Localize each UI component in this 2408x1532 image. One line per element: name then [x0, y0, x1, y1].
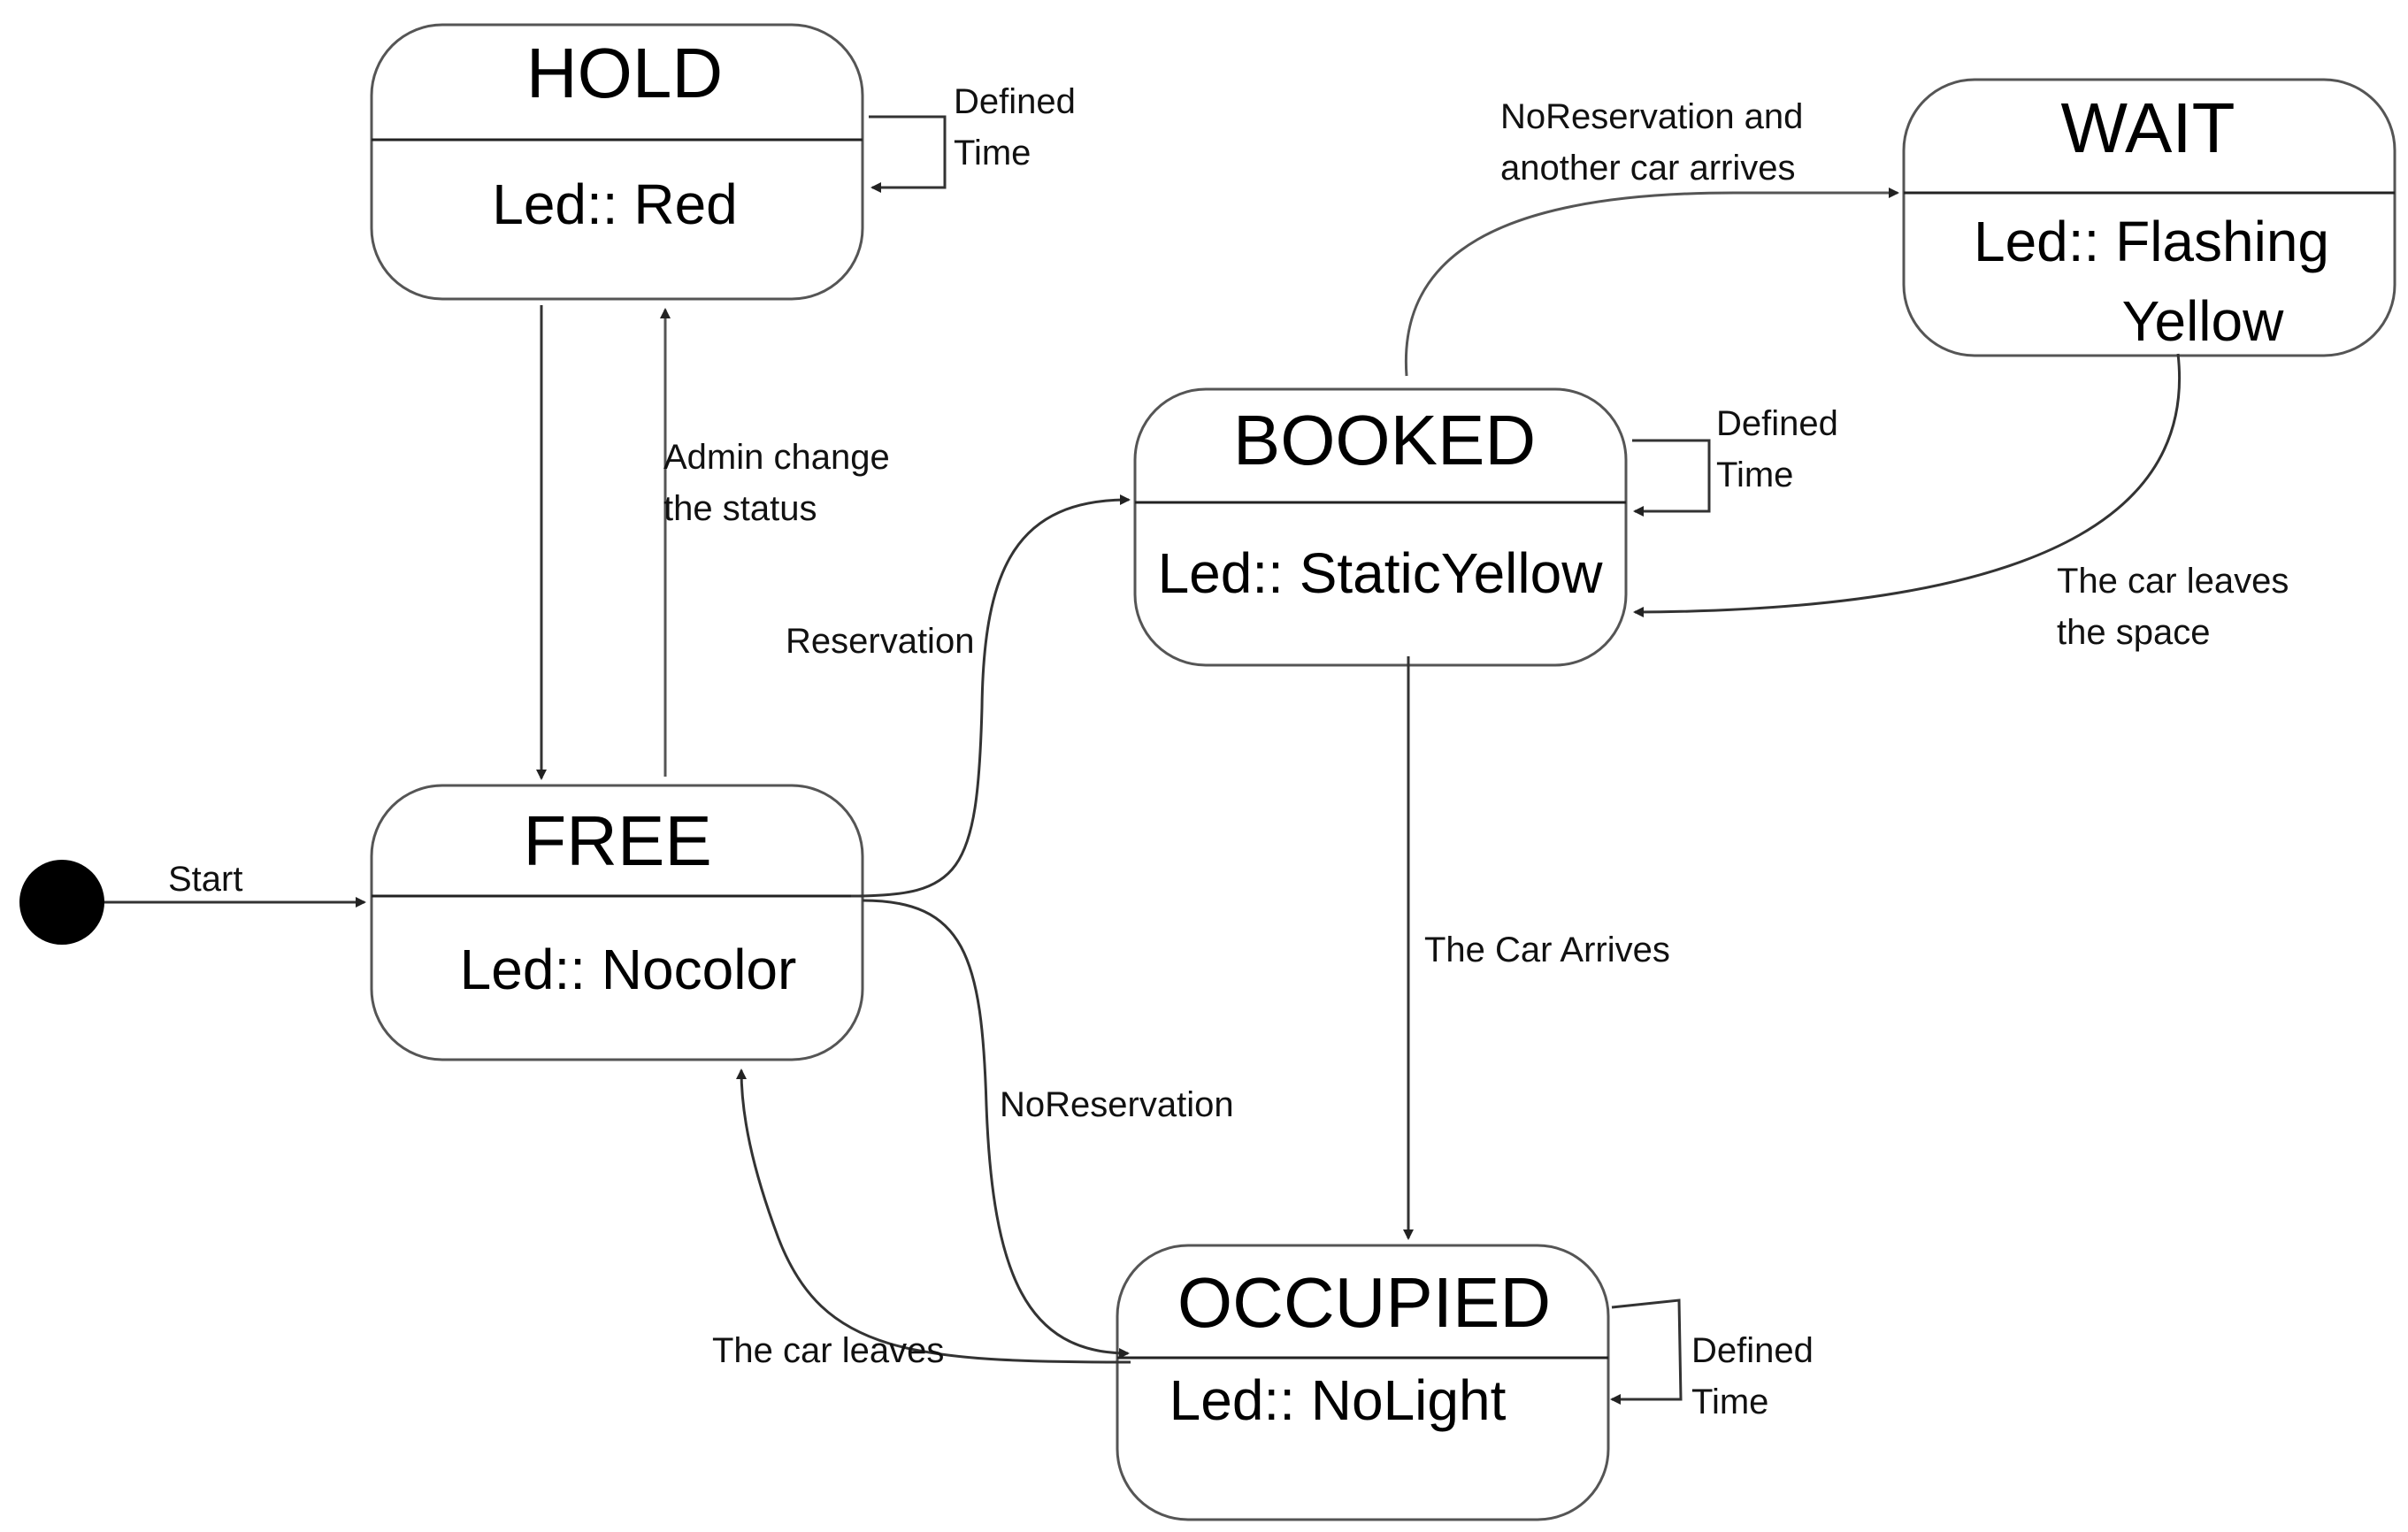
state-occupied: OCCUPIED Led:: NoLight — [1116, 1244, 1610, 1521]
label-start: Start — [168, 860, 242, 899]
label-reservation: Reservation — [786, 622, 974, 661]
label-booked-self-line1: Defined — [1716, 404, 1838, 443]
transition-booked-to-wait — [1404, 188, 1899, 377]
label-admin-change-line2: the status — [663, 489, 817, 528]
transition-reservation — [850, 494, 1131, 898]
state-wait-led-line1: Led:: Flashing — [1974, 210, 2329, 273]
label-occupied-self-line2: Time — [1691, 1383, 1768, 1421]
transition-wait-to-booked — [1633, 353, 2182, 617]
state-wait-name: WAIT — [2061, 88, 2235, 167]
label-hold-self-line1: Defined — [954, 82, 1076, 121]
state-hold-name: HOLD — [526, 34, 723, 112]
label-car-leaves-space-line1: The car leaves — [2057, 562, 2289, 601]
label-occupied-self-line1: Defined — [1691, 1331, 1814, 1370]
state-wait: WAIT Led:: Flashing Yellow — [1902, 78, 2396, 357]
label-noreservation-wait-line2: another car arrives — [1500, 149, 1795, 188]
state-booked: BOOKED Led:: StaticYellow — [1133, 387, 1628, 667]
transition-hold-self — [869, 115, 947, 193]
state-free: FREE Led:: Nocolor — [370, 784, 864, 1061]
label-admin-change-line1: Admin change — [663, 438, 890, 477]
label-car-leaves-space-line2: the space — [2057, 613, 2210, 652]
state-booked-name: BOOKED — [1233, 401, 1536, 479]
state-hold-led: Led:: Red — [492, 172, 738, 236]
state-occupied-led: Led:: NoLight — [1169, 1368, 1507, 1432]
initial-state — [19, 860, 104, 945]
transition-noreservation — [862, 899, 1130, 1359]
state-hold: HOLD Led:: Red — [370, 23, 864, 301]
transition-occupied-self — [1610, 1298, 1683, 1405]
state-booked-led: Led:: StaticYellow — [1158, 541, 1604, 605]
state-wait-led-line2: Yellow — [2122, 289, 2284, 353]
label-noreservation-wait-line1: NoReservation and — [1500, 97, 1803, 136]
label-car-arrives: The Car Arrives — [1424, 931, 1670, 969]
transition-car-leaves — [736, 1069, 1131, 1364]
label-hold-self-line2: Time — [954, 134, 1031, 172]
transition-booked-self — [1632, 439, 1711, 517]
label-car-leaves: The car leaves — [712, 1331, 944, 1370]
state-free-name: FREE — [523, 801, 711, 880]
state-free-led: Led:: Nocolor — [460, 938, 797, 1001]
label-booked-self-line2: Time — [1716, 456, 1793, 494]
state-occupied-name: OCCUPIED — [1177, 1263, 1551, 1342]
label-noreservation: NoReservation — [1000, 1085, 1234, 1124]
